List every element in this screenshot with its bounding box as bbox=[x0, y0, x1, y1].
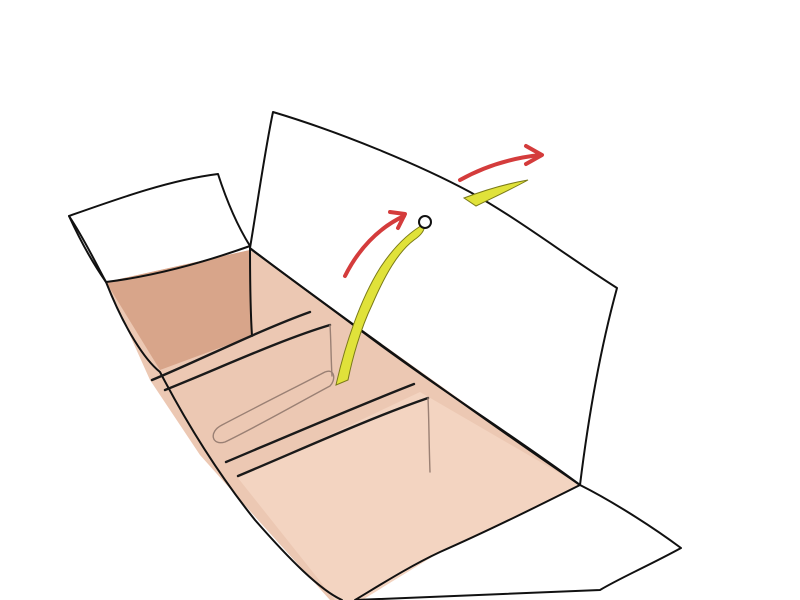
right-arrow-shaft bbox=[458, 153, 542, 182]
left-arrow-shaft bbox=[343, 214, 406, 278]
slot-lower-line-b bbox=[236, 396, 430, 478]
left-arrow-head bbox=[388, 210, 407, 230]
slot-lower-line-a bbox=[224, 382, 416, 464]
box-floor-lower bbox=[238, 392, 580, 600]
yellow-string-exit bbox=[462, 179, 529, 207]
slot-upper-line-a bbox=[150, 310, 312, 382]
curved-arrow-icon bbox=[458, 144, 544, 182]
yellow-string bbox=[335, 223, 425, 386]
string-hole bbox=[418, 215, 432, 229]
right-arrow-head bbox=[524, 144, 544, 166]
box-outline-floor-edge bbox=[251, 249, 581, 486]
curved-arrow-icon bbox=[343, 210, 407, 278]
slot-upper-line-b bbox=[163, 323, 332, 392]
faint-rounded-rectangle bbox=[212, 370, 335, 444]
box-inner-wall-left bbox=[106, 250, 252, 370]
faint-vertical-line-right bbox=[427, 397, 431, 473]
box-outline-inner-corner bbox=[249, 245, 253, 337]
faint-vertical-line-left bbox=[329, 324, 333, 377]
